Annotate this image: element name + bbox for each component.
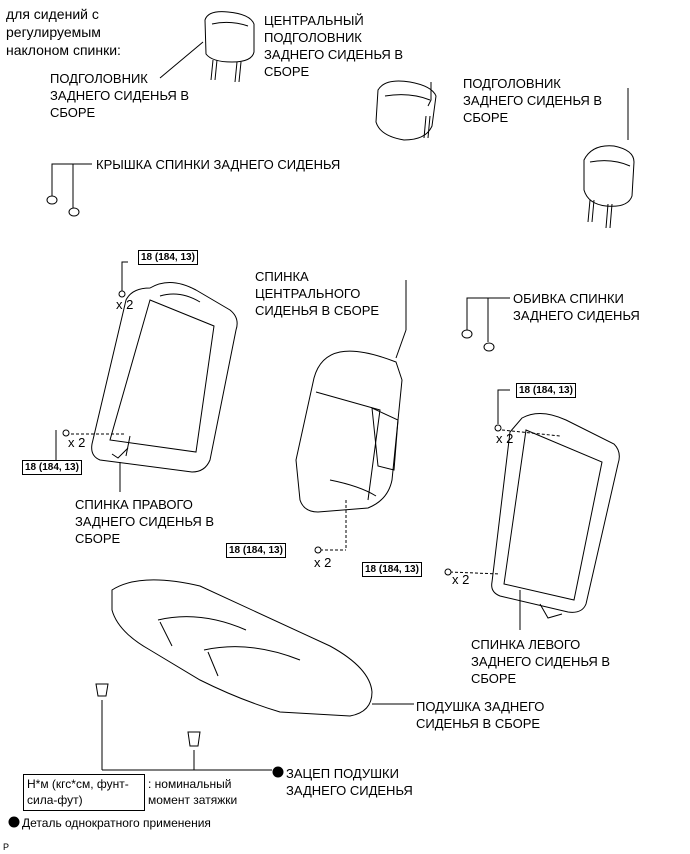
center-seatback <box>295 280 407 554</box>
torque-spec-bottom-left-seatback: 18 (184, 13) <box>362 562 422 577</box>
rear-headrest-right <box>583 88 635 229</box>
multiplier-top-right-seatback: x 2 <box>116 297 134 312</box>
center-headrest <box>375 80 437 141</box>
rear-seat-cushion <box>111 579 414 717</box>
torque-spec-center-seatback: 18 (184, 13) <box>226 543 286 558</box>
multiplier-top-left-seatback: x 2 <box>496 431 514 446</box>
single-use-bullet-legend <box>8 816 20 828</box>
adjustable-seat-note: для сидений с регулируемым наклоном спин… <box>6 6 121 58</box>
multiplier-center-seatback: x 2 <box>314 555 332 570</box>
label-center-seatback: СПИНКА ЦЕНТРАЛЬНОГО СИДЕНЬЯ В СБОРЕ <box>255 269 380 318</box>
torque-spec-bottom-right-seatback: 18 (184, 13) <box>22 460 82 475</box>
label-left-seatback: СПИНКА ЛЕВОГО ЗАДНЕГО СИДЕНЬЯ В СБОРЕ <box>471 637 611 686</box>
cushion-hooks <box>95 683 272 771</box>
torque-spec-top-right-seatback: 18 (184, 13) <box>138 250 198 265</box>
left-seatback <box>444 389 620 630</box>
label-seatback-cover: КРЫШКА СПИНКИ ЗАДНЕГО СИДЕНЬЯ <box>96 157 341 172</box>
label-seatback-trim: ОБИВКА СПИНКИ ЗАДНЕГО СИДЕНЬЯ <box>513 291 640 323</box>
figure-code: P <box>3 842 10 852</box>
label-cushion-hook: ЗАЦЕП ПОДУШКИ ЗАДНЕГО СИДЕНЬЯ <box>286 766 413 798</box>
legend-units-box: Н*м (кгс*см, фунт- сила-фут) <box>23 774 145 811</box>
label-center-headrest: ЦЕНТРАЛЬНЫЙ ПОДГОЛОВНИК ЗАДНЕГО СИДЕНЬЯ … <box>264 13 404 79</box>
seatback-trim-clips <box>461 297 510 352</box>
legend-units-description: : номинальный момент затяжки <box>148 777 238 807</box>
right-seatback <box>55 261 238 492</box>
rear-headrest-left <box>159 11 255 83</box>
seatback-cover-clips <box>46 163 92 217</box>
label-rear-headrest-right: ПОДГОЛОВНИК ЗАДНЕГО СИДЕНЬЯ В СБОРЕ <box>463 76 603 125</box>
single-use-bullet-hook <box>272 766 284 778</box>
multiplier-bottom-right-seatback: x 2 <box>68 435 86 450</box>
multiplier-bottom-left-seatback: x 2 <box>452 572 470 587</box>
label-right-seatback: СПИНКА ПРАВОГО ЗАДНЕГО СИДЕНЬЯ В СБОРЕ <box>75 497 215 546</box>
legend-single-use: Деталь однократного применения <box>22 816 211 830</box>
label-cushion: ПОДУШКА ЗАДНЕГО СИДЕНЬЯ В СБОРЕ <box>416 699 545 731</box>
label-rear-headrest-left: ПОДГОЛОВНИК ЗАДНЕГО СИДЕНЬЯ В СБОРЕ <box>50 71 190 120</box>
torque-spec-top-left-seatback: 18 (184, 13) <box>516 383 576 398</box>
